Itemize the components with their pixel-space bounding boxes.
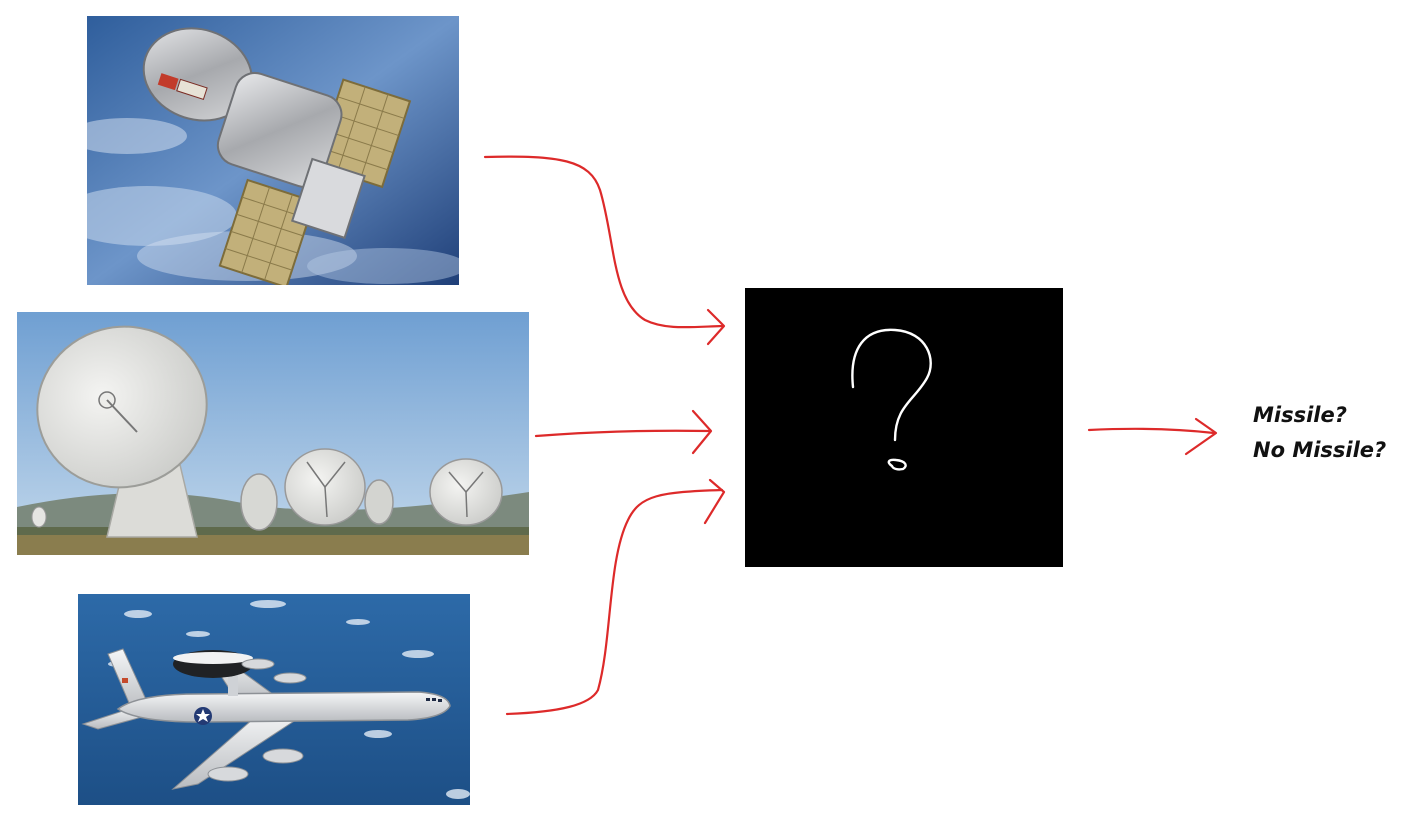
- arrowhead-output: [1184, 417, 1218, 456]
- black-box-model: [745, 288, 1063, 567]
- arrowhead-dishes: [691, 409, 713, 455]
- awacs-aircraft-photo: [78, 594, 470, 805]
- arrow-model-to-output: [1087, 427, 1216, 435]
- output-label-missile: Missile?: [1253, 403, 1347, 427]
- arrow-dishes-to-model: [534, 429, 712, 438]
- question-mark-icon: [851, 328, 932, 471]
- arrow-satellite-to-model: [483, 155, 724, 329]
- radar-dish-array-photo: [17, 312, 529, 555]
- output-label-no-missile: No Missile?: [1253, 438, 1387, 462]
- satellite-photo: [87, 16, 459, 285]
- arrowhead-satellite: [706, 308, 726, 346]
- output-labels: Missile? No Missile?: [1253, 398, 1413, 468]
- arrow-aircraft-to-model: [505, 488, 724, 716]
- arrowhead-aircraft: [703, 478, 726, 525]
